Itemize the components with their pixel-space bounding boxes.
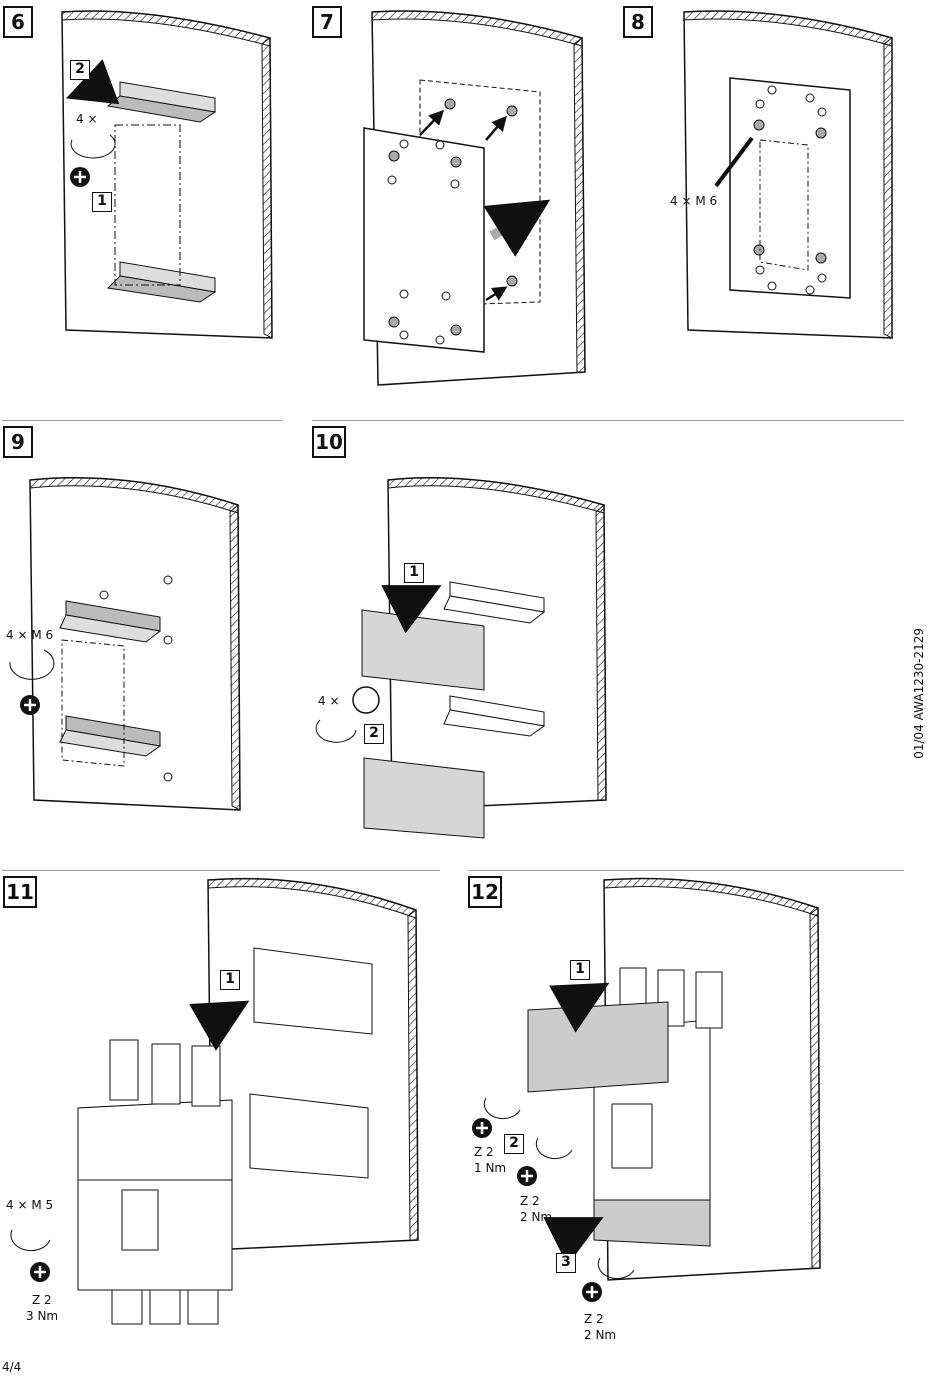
screwdriver-icon	[580, 1280, 604, 1304]
divider	[2, 870, 440, 871]
panel-10-wall	[387, 477, 607, 811]
divider	[312, 420, 904, 421]
step-number-11: 11	[3, 876, 37, 908]
step-number-10: 10	[312, 426, 346, 458]
arrow-icon	[189, 1000, 250, 1051]
panel-7-plate	[363, 127, 485, 353]
arrow-icon	[543, 1217, 604, 1266]
panel-7-holes	[387, 98, 518, 345]
quantity-label: 4 ×	[318, 694, 340, 708]
panel-11-breaker	[77, 1039, 233, 1325]
rotation-icon	[535, 1137, 573, 1160]
torque-label: 2 Nm	[520, 1210, 553, 1224]
arrow-icon	[381, 585, 442, 634]
substep-badge: 1	[404, 563, 424, 583]
step-number-12: 12	[468, 876, 502, 908]
driver-size-label: Z 2	[32, 1293, 52, 1307]
panel-8-holes	[753, 85, 827, 295]
rotation-icon	[597, 1257, 635, 1280]
rotation-icon	[315, 719, 357, 743]
screw-spec-label: 4 × M 6	[6, 628, 54, 642]
torque-label: 3 Nm	[26, 1309, 59, 1323]
step-number-6: 6	[3, 6, 33, 38]
screwdriver-icon	[28, 1260, 52, 1284]
substep-badge: 1	[570, 960, 590, 980]
rotation-icon	[10, 1229, 51, 1252]
screwdriver-icon	[515, 1164, 539, 1188]
rotation-icon	[70, 134, 116, 159]
arrow-icon	[66, 59, 120, 105]
knob-icon	[352, 686, 380, 714]
substep-badge: 2	[504, 1134, 524, 1154]
substep-badge: 1	[220, 970, 240, 990]
screwdriver-icon	[18, 693, 42, 717]
torque-label: 1 Nm	[474, 1161, 507, 1175]
driver-size-label: Z 2	[474, 1145, 494, 1159]
quantity-label: 4 ×	[76, 112, 98, 126]
arrow-icon	[549, 982, 610, 1033]
screwdriver-icon	[470, 1116, 494, 1140]
panel-9-rails	[59, 575, 173, 782]
step-number-8: 8	[623, 6, 653, 38]
driver-size-label: Z 2	[584, 1312, 604, 1326]
panel-12-bottom-cover	[593, 1199, 711, 1247]
substep-badge: 3	[556, 1253, 576, 1273]
torque-label: 2 Nm	[584, 1328, 617, 1342]
arrow-icon	[483, 199, 551, 257]
page-number: 4/4	[2, 1360, 22, 1374]
step-number-9: 9	[3, 426, 33, 458]
step-number-7: 7	[312, 6, 342, 38]
panel-11-plate-lower	[249, 1093, 369, 1179]
driver-size-label: Z 2	[520, 1194, 540, 1208]
drill-icon	[714, 136, 754, 188]
panel-7-outline	[419, 79, 541, 307]
screw-spec-label: 4 × M 6	[670, 194, 718, 208]
rotation-icon	[9, 649, 55, 680]
screw-spec-label: 4 × M 5	[6, 1198, 54, 1212]
panel-10-rails	[443, 581, 546, 737]
document-code: 01/04 AWA1230-2129	[912, 628, 926, 759]
substep-badge: 2	[70, 60, 90, 80]
divider	[2, 420, 282, 421]
panel-8-plate	[729, 77, 851, 299]
panel-12-terminal-cover	[527, 1001, 669, 1093]
panel-11-plate-upper	[253, 947, 373, 1035]
divider	[468, 870, 904, 871]
panel-11-wall	[207, 877, 419, 1251]
substep-badge: 1	[92, 192, 112, 212]
panel-12-breaker	[593, 967, 723, 1241]
arrow-icon	[419, 109, 508, 302]
substep-badge: 2	[364, 724, 384, 744]
screwdriver-icon	[68, 165, 92, 189]
panel-10-cover-lower	[363, 757, 485, 839]
rotation-icon	[483, 1097, 521, 1120]
